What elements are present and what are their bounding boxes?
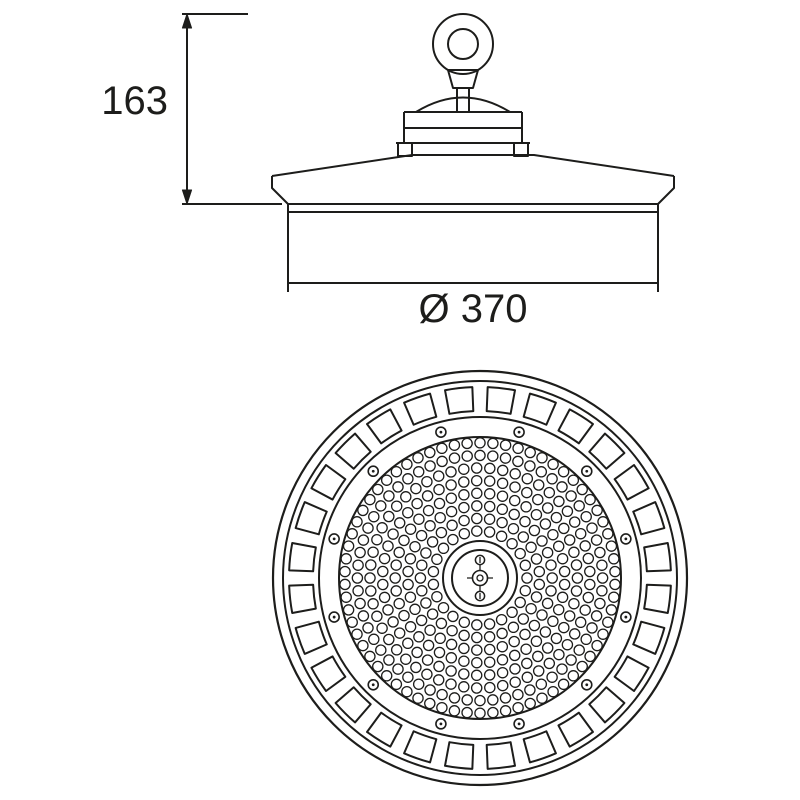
front-view xyxy=(271,369,689,787)
front-outer-circles xyxy=(271,369,689,787)
side-view xyxy=(271,13,675,292)
diameter-dimension: Ø 370 xyxy=(419,287,528,331)
diameter-dimension-label: Ø 370 xyxy=(419,287,528,331)
center-hub xyxy=(442,540,518,616)
screw-ring xyxy=(328,426,632,730)
height-dimension: 163 xyxy=(101,13,282,205)
heatsink-fin-ring xyxy=(288,386,672,770)
led-lens-holes xyxy=(339,437,621,719)
height-dimension-label: 163 xyxy=(101,79,168,123)
